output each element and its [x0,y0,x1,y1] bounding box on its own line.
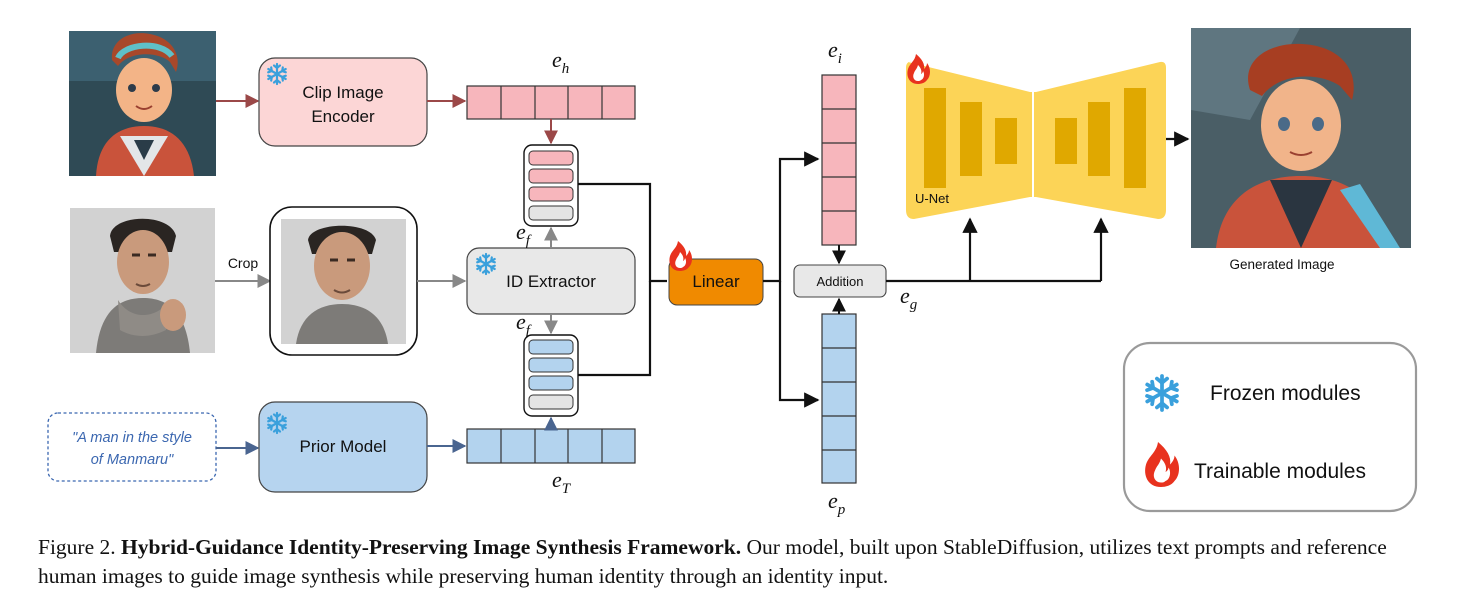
id-extractor-label: ID Extractor [506,272,596,291]
framework-diagram: Crop "A man in the style of Manmaru" Cli… [47,28,1418,518]
crop-label: Crop [228,255,259,271]
linear-to-ei-arrow [763,151,820,283]
trainable-flame-icon [907,54,930,84]
addition-label: Addition [817,274,864,289]
prompt-line-2: of Manmaru" [91,452,174,468]
bottom-stack-to-linear-line [578,281,652,377]
input-anime-image [69,31,216,176]
linear-layer: Linear [668,241,764,306]
unet: U-Net [906,54,1166,219]
clip-encoder-label-2: Encoder [311,107,375,126]
legend: Frozen modules Trainable modules [1122,341,1418,513]
generated-image-label: Generated Image [1229,257,1334,272]
prior-model: Prior Model [258,401,428,493]
e-h-label: eh [552,47,569,77]
e-h-embedding-bar [466,85,636,120]
caption-figure-label: Figure 2. [38,535,116,559]
top-token-stack [523,144,579,227]
figure-caption: Figure 2. Hybrid-Guidance Identity-Prese… [38,533,1438,591]
legend-trainable-label: Trainable modules [1194,460,1366,483]
e-t-embedding-bar [466,428,636,464]
trainable-flame-icon [669,241,692,271]
caption-text: Our model, built upon StableDiffusion, u… [38,535,1387,588]
e-i-embedding-bar [821,74,857,246]
cropped-face-panel [269,206,418,356]
input-photo-image [70,208,215,353]
linear-label: Linear [692,272,740,291]
e-f-bottom-label: ef [516,309,532,339]
legend-frozen-label: Frozen modules [1210,382,1361,405]
linear-to-ep-arrow [778,281,820,408]
clip-image-encoder: Clip Image Encoder [258,57,428,147]
e-g-label: eg [900,283,918,313]
e-f-top-label: ef [516,219,532,249]
e-p-embedding-bar [821,313,857,484]
e-i-label: ei [828,37,842,67]
unet-label: U-Net [915,191,949,206]
e-t-label: eT [552,467,572,497]
prompt-line-1: "A man in the style [72,430,192,446]
caption-title: Hybrid-Guidance Identity-Preserving Imag… [121,535,742,559]
top-stack-to-linear-line [578,182,667,283]
generated-image [1191,28,1411,248]
text-prompt: "A man in the style of Manmaru" [47,412,217,482]
e-p-label: ep [828,488,846,518]
addition-node: Addition [793,264,887,298]
prior-model-label: Prior Model [300,437,387,456]
bottom-token-stack [523,334,579,417]
clip-encoder-label-1: Clip Image [302,83,383,102]
id-extractor: ID Extractor [466,247,636,315]
